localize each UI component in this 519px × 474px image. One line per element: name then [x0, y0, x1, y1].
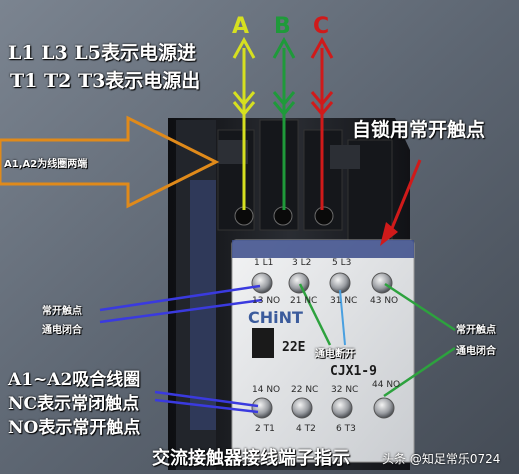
nc-contact-note: 通电断开 [315, 349, 355, 360]
input-line-note: L1 L3 L5表示电源进 [8, 42, 196, 64]
no-contact-right-desc: 通电闭合 [456, 346, 496, 357]
pointer-lines-green [298, 282, 456, 398]
panel-screws-top [251, 272, 393, 294]
model-label-right: CJX1-9 [330, 364, 377, 379]
caption: 交流接触器接线端子指示 [152, 448, 350, 469]
terminal-label-44no: 44 NO [372, 380, 401, 390]
phase-b-wire [272, 36, 296, 210]
input-terminal-screws [234, 206, 334, 226]
phase-c-label: C [313, 14, 330, 39]
terminal-label-l2: 3 L2 [292, 258, 312, 268]
terminal-label-32nc: 32 NC [331, 385, 359, 395]
terminal-label-22nc: 22 NC [291, 385, 319, 395]
front-panel [231, 239, 415, 463]
watermark: 头条 @知足常乐0724 [382, 452, 501, 466]
phase-b-label: B [274, 14, 291, 39]
terminal-label-t1: 2 T1 [255, 424, 275, 434]
no-contact-left-label: 常开触点 [42, 306, 82, 317]
terminal-label-t2: 4 T2 [296, 424, 316, 434]
pointer-lines [99, 284, 263, 414]
phase-a-wire [232, 36, 256, 210]
terminal-label-43no: 43 NO [370, 296, 399, 306]
self-lock-note: 自锁用常开触点 [352, 119, 486, 141]
legend-nc: NC表示常闭触点 [8, 394, 140, 414]
terminal-label-13no: 13 NO [252, 296, 281, 306]
phase-a-label: A [232, 14, 250, 39]
legend-no: NO表示常开触点 [8, 418, 141, 438]
brand-logo: CHiNT [248, 308, 303, 327]
model-label-left: 22E [282, 340, 306, 355]
terminal-label-t3: 6 T3 [336, 424, 356, 434]
self-lock-arrow [380, 159, 422, 246]
no-contact-right-label: 常开触点 [456, 325, 496, 336]
coil-arrow [0, 115, 220, 209]
terminal-label-31nc: 31 NC [330, 296, 358, 306]
pointer-lines-blue-mid [339, 289, 346, 346]
panel-screws-bottom [251, 397, 395, 419]
phase-c-wire [310, 36, 334, 210]
output-line-note: T1 T2 T3表示电源出 [10, 70, 201, 92]
terminal-label-l1: 1 L1 [254, 258, 274, 268]
terminal-label-l3: 5 L3 [332, 258, 352, 268]
terminal-label-14no: 14 NO [252, 385, 281, 395]
coil-ends-note: A1,A2为线圈两端 [4, 159, 88, 170]
legend-coil: A1~A2吸合线圈 [8, 370, 141, 390]
no-contact-left-desc: 通电闭合 [42, 325, 82, 336]
terminal-label-21nc: 21 NC [290, 296, 318, 306]
